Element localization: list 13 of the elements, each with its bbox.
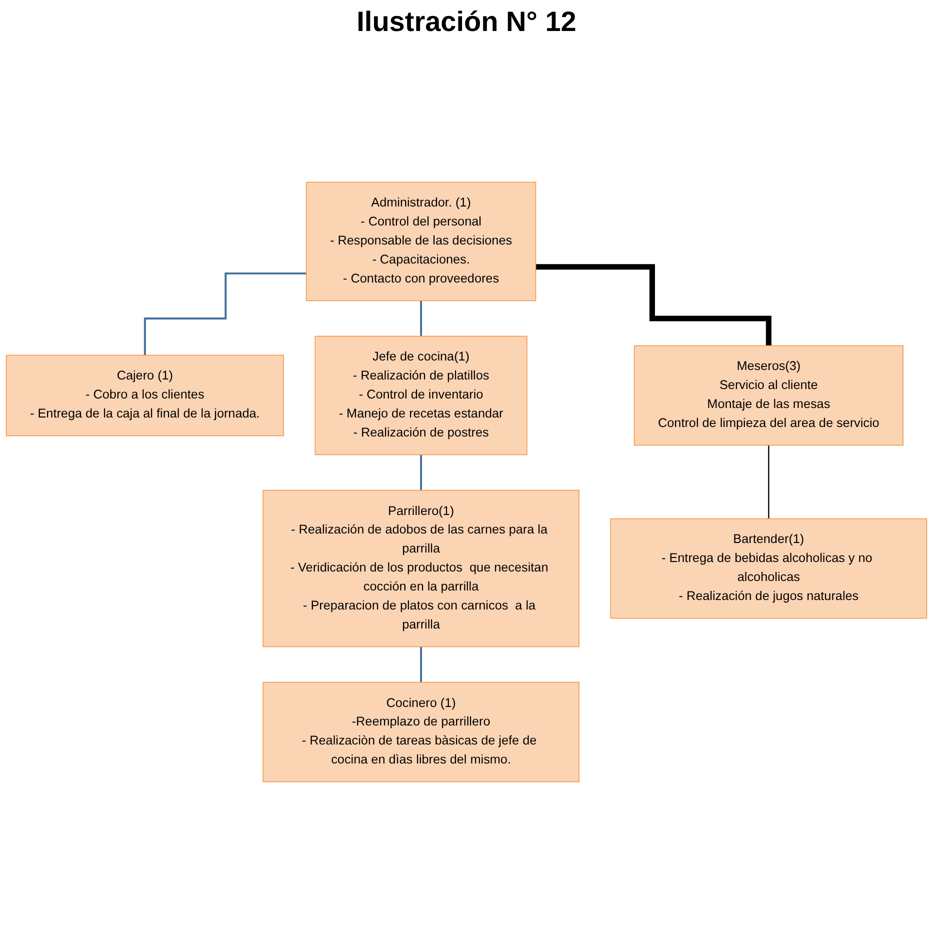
diagram-title: Ilustración N° 12 <box>356 6 578 38</box>
node-box: Parrillero(1) - Realización de adobos de las carnes para la parrilla - Veridicación de los productos que necesitan cocción en la parrilla - Preparacion de platos con carnicos a la parrilla <box>262 490 580 648</box>
connector <box>768 444 770 520</box>
node-box: Meseros(3) Servicio al cliente Montaje de las mesas Control de limpieza del area de servicio <box>634 345 904 446</box>
connector <box>420 300 422 338</box>
connector <box>420 454 422 492</box>
node-box: Cajero (1) - Cobro a los clientes - Entrega de la caja al final de la jornada. <box>6 354 284 436</box>
node-box: Jefe de cocina(1) - Realización de platillos - Control de inventario - Manejo de recetas estandar - Realización de postres <box>314 336 528 456</box>
connector <box>420 646 422 684</box>
node-box: Administrador. (1) - Control del personal - Responsable de las decisiones - Capacitaciones. - Contacto con proveedores <box>306 182 536 302</box>
node-box: Bartender(1) - Entrega de bebidas alcoholicas y no alcoholicas - Realización de jugos naturales <box>610 518 928 619</box>
connector <box>144 272 306 356</box>
node-box: Cocinero (1) -Reemplazo de parrillero - Realizaciòn de tareas bàsicas de jefe de cocina en dìas libres del mismo. <box>262 682 580 782</box>
